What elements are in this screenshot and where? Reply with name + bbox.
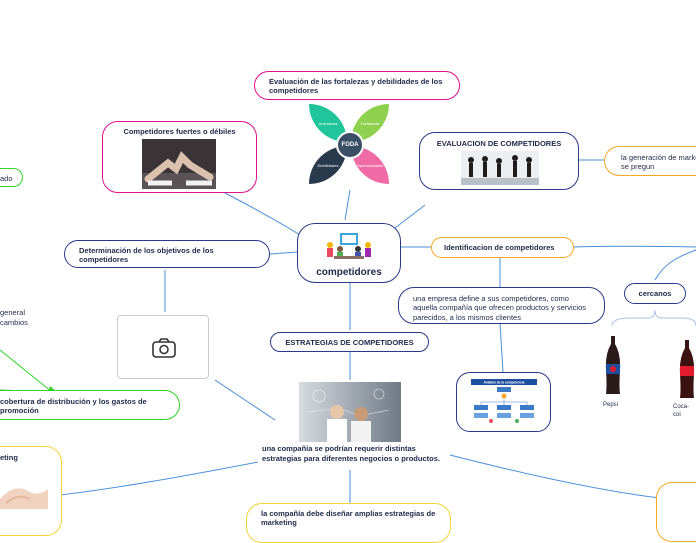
node-generacion[interactable]: la generación de marketing se pregun (604, 146, 696, 176)
foda-diagram: Amenazas Fortalezas Debilidades Oportuni… (309, 104, 389, 184)
text-general-cambios: general cambios (0, 308, 28, 327)
node-empresa-define[interactable]: una empresa define a sus competidores, c… (398, 287, 605, 324)
node-identificacion[interactable]: Identificacion de competidores (431, 237, 574, 258)
hands-image (0, 469, 48, 509)
node-ado[interactable]: ado (0, 168, 23, 187)
node-compania-disenar[interactable]: la compañía debe diseñar amplias estrate… (246, 503, 451, 543)
text-compania-distintas[interactable]: una compañía se podrían requerir distint… (262, 444, 440, 463)
node-eting[interactable]: eting (0, 446, 62, 536)
node-evaluacion[interactable]: EVALUACION DE COMPETIDORES (419, 132, 579, 190)
meeting-image (322, 231, 376, 261)
camera-icon (152, 338, 176, 358)
node-identificacion-label: Identificacion de competidores (444, 243, 555, 252)
central-node-competidores[interactable]: competidores (297, 223, 401, 283)
node-objetivos[interactable]: Determinación de los objetivos de los co… (64, 240, 270, 268)
node-compania-disenar-label: la compañía debe diseñar amplias estrate… (261, 509, 436, 528)
node-cercanos[interactable]: cercanos (624, 283, 686, 304)
pepsi-label: Pepsi (603, 402, 619, 408)
strategy-image (299, 382, 401, 442)
central-node-label: competidores (316, 267, 382, 278)
org-chart-image: Análisis de la competencia (471, 379, 537, 425)
node-fortalezas-label: Evaluación de las fortalezas y debilidad… (269, 77, 443, 96)
node-ado-label: ado (0, 174, 13, 183)
cocacola-label: Coca-col (673, 404, 690, 418)
node-org-chart[interactable]: Análisis de la competencia (456, 372, 551, 432)
node-fuertes-label: Competidores fuertes o débiles (123, 127, 236, 136)
node-generacion-label: la generación de marketing se pregun (621, 153, 696, 172)
foda-center: FODA (336, 131, 364, 159)
node-estrategias-label: ESTRATEGIAS DE COMPETIDORES (285, 338, 414, 347)
node-evaluacion-label: EVALUACION DE COMPETIDORES (436, 139, 562, 148)
node-fuertes[interactable]: Competidores fuertes o débiles (102, 121, 257, 193)
people-silhouettes-image (461, 151, 539, 185)
node-fortalezas[interactable]: Evaluación de las fortalezas y debilidad… (254, 71, 460, 100)
handshake-image (142, 139, 216, 189)
org-chart-title: Análisis de la competencia (484, 381, 525, 385)
node-cercanos-label: cercanos (638, 289, 672, 298)
node-cobertura-label: cobertura de distribución y los gastos d… (0, 397, 147, 416)
node-cobertura[interactable]: cobertura de distribución y los gastos d… (0, 390, 180, 420)
node-eting-label: eting (0, 453, 18, 462)
cocacola-bottle-image (679, 340, 695, 398)
node-bottom-right[interactable] (656, 482, 696, 542)
node-objetivos-label: Determinación de los objetivos de los co… (79, 246, 214, 265)
node-empresa-define-label: una empresa define a sus competidores, c… (413, 294, 587, 322)
node-estrategias[interactable]: ESTRATEGIAS DE COMPETIDORES (270, 332, 429, 352)
connector-lines (0, 159, 696, 503)
pepsi-bottle-image (605, 336, 621, 394)
image-placeholder[interactable] (117, 315, 209, 379)
